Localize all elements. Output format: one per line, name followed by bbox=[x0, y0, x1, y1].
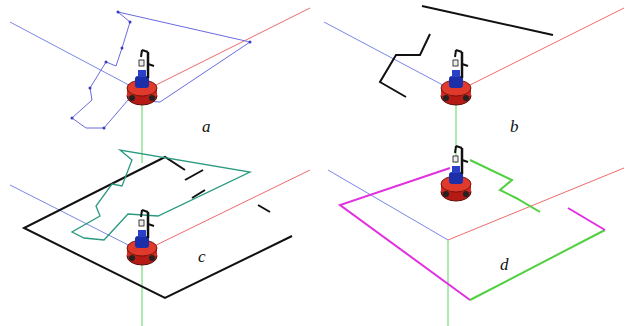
panel-d bbox=[328, 146, 624, 326]
panel-letter: d bbox=[498, 256, 511, 273]
panel-letter: a bbox=[200, 118, 213, 135]
panel-a bbox=[10, 8, 310, 163]
panel-b bbox=[324, 6, 624, 163]
panel-letter: b bbox=[508, 118, 521, 135]
panel-letter: c bbox=[196, 248, 208, 265]
panel-c bbox=[10, 150, 310, 326]
